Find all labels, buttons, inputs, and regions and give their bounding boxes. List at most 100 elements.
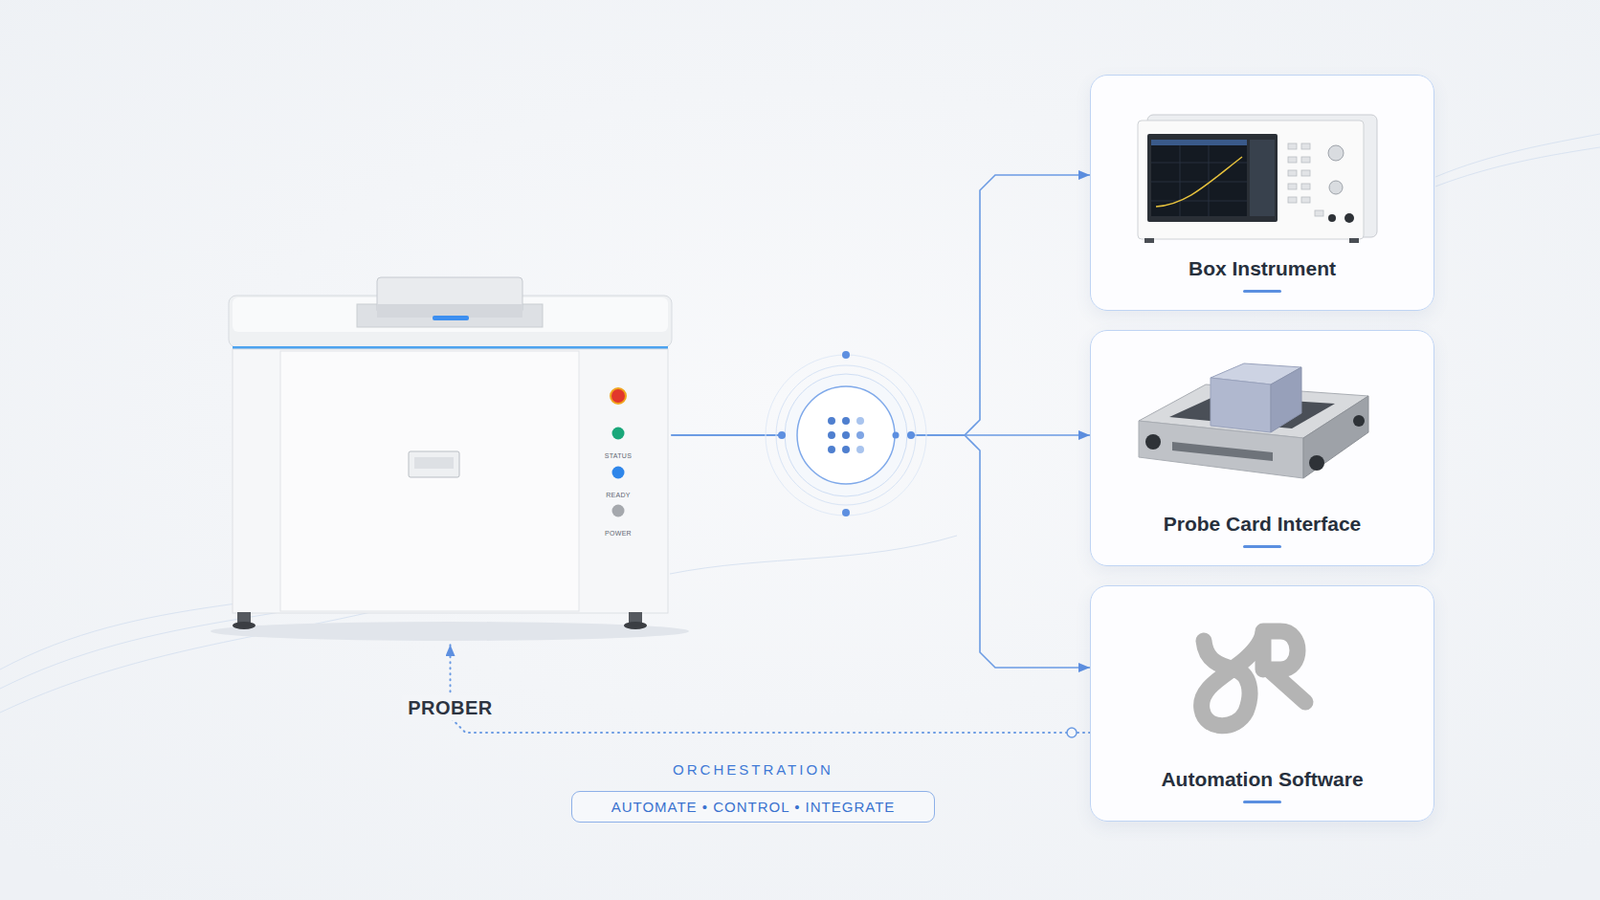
card-title: Probe Card Interface [1163, 512, 1362, 536]
connector-port [1328, 214, 1336, 223]
machine-foot [232, 622, 256, 630]
trace-curve [1155, 156, 1243, 207]
hub-circle [797, 386, 895, 485]
lid-recess [356, 304, 543, 328]
door-handle [408, 451, 460, 478]
screen-sidebar [1249, 139, 1275, 217]
machine-shadow [210, 622, 689, 642]
panel-label: POWER [604, 530, 632, 538]
hub-dot [842, 509, 850, 517]
power-lamp [612, 505, 625, 518]
card-title: Automation Software [1160, 768, 1363, 792]
hub-dot [907, 431, 915, 440]
screen [1151, 139, 1247, 217]
card-block-side [1270, 367, 1302, 433]
key-grid [1288, 143, 1324, 217]
icon-dot [842, 417, 850, 425]
key [1301, 183, 1311, 190]
frame-slot [1172, 442, 1273, 462]
tag-pill: ORCHESTRATIONAUTOMATE • CONTROL • INTEGR… [571, 755, 935, 823]
underline-bar [1243, 545, 1282, 549]
icon-dot [856, 431, 865, 440]
screen-bezel [1147, 133, 1278, 223]
key [1288, 143, 1297, 150]
underline-bar [1243, 289, 1282, 293]
icon-dot [856, 445, 865, 454]
grid-line [1179, 145, 1181, 217]
machine-label: PROBER [401, 695, 499, 721]
software-logo [1201, 631, 1306, 727]
icon-dot [856, 417, 865, 425]
icon-dot [842, 431, 850, 440]
instrument-foot [1349, 238, 1359, 244]
panel-label: STATUS [604, 452, 632, 461]
key [1301, 170, 1311, 177]
logo-letter [1263, 631, 1306, 703]
hub-dot [892, 432, 900, 440]
card-fill [1089, 74, 1435, 312]
icon-dot [842, 445, 850, 454]
instrument-foot [1144, 238, 1155, 244]
icon-dot [827, 431, 836, 440]
key [1288, 197, 1297, 203]
ready-lamp [612, 466, 625, 480]
frame-knob [1309, 455, 1325, 471]
equipment-node: PROBER [228, 277, 672, 644]
machine-door [280, 351, 579, 612]
label-holder: STATUS [604, 444, 632, 463]
card-block-front [1210, 377, 1271, 433]
icon-dot [827, 417, 836, 425]
prober-machine [210, 277, 689, 642]
card-fill [1089, 330, 1435, 567]
hub-dot [842, 351, 850, 359]
label-holder: POWER [604, 522, 632, 540]
wave-line [1435, 147, 1600, 187]
frame-knob [1353, 415, 1365, 427]
grid-line [1208, 145, 1210, 217]
status-lamp [612, 427, 625, 441]
top-module-base [377, 304, 523, 318]
indicator-light [432, 315, 469, 321]
key [1288, 156, 1297, 163]
grid-line [1151, 181, 1247, 183]
handle-grip [414, 457, 454, 469]
screen-header [1151, 139, 1247, 146]
machine-foot [623, 622, 647, 630]
feature-card: Box Instrument [1089, 74, 1435, 312]
key [1301, 143, 1311, 150]
stop-button [610, 388, 626, 404]
key [1288, 170, 1297, 177]
key [1288, 183, 1297, 190]
instrument-front [1137, 120, 1364, 240]
hub-ring [776, 365, 916, 506]
pill-text: AUTOMATE • CONTROL • INTEGRATE [611, 799, 896, 817]
key [1301, 197, 1311, 203]
key [1314, 210, 1324, 217]
box-instrument-art [1137, 114, 1378, 244]
machine-body [232, 349, 668, 614]
icon-dot [827, 445, 836, 454]
key [1301, 156, 1311, 163]
grid-line [1151, 162, 1247, 164]
orchestration-line [450, 644, 1091, 734]
connector-port [1344, 213, 1355, 223]
feature-card: Automation Software [1089, 585, 1435, 823]
panel-label: READY [605, 491, 631, 500]
card-backgrounds [1089, 74, 1435, 823]
hub-ring [765, 355, 927, 516]
card-underlines [1243, 289, 1282, 804]
hub-dot [777, 431, 786, 440]
logo-loop [1201, 633, 1264, 727]
feature-card: Probe Card Interface [1089, 330, 1435, 567]
underline-bar [1243, 800, 1282, 804]
card-fill [1089, 585, 1435, 823]
knob [1329, 180, 1343, 195]
probe-card-art [1138, 363, 1369, 479]
line-start-dot [1066, 728, 1077, 738]
hub-halo [784, 374, 908, 497]
wave-line [669, 535, 957, 575]
hub-icon [827, 417, 865, 454]
